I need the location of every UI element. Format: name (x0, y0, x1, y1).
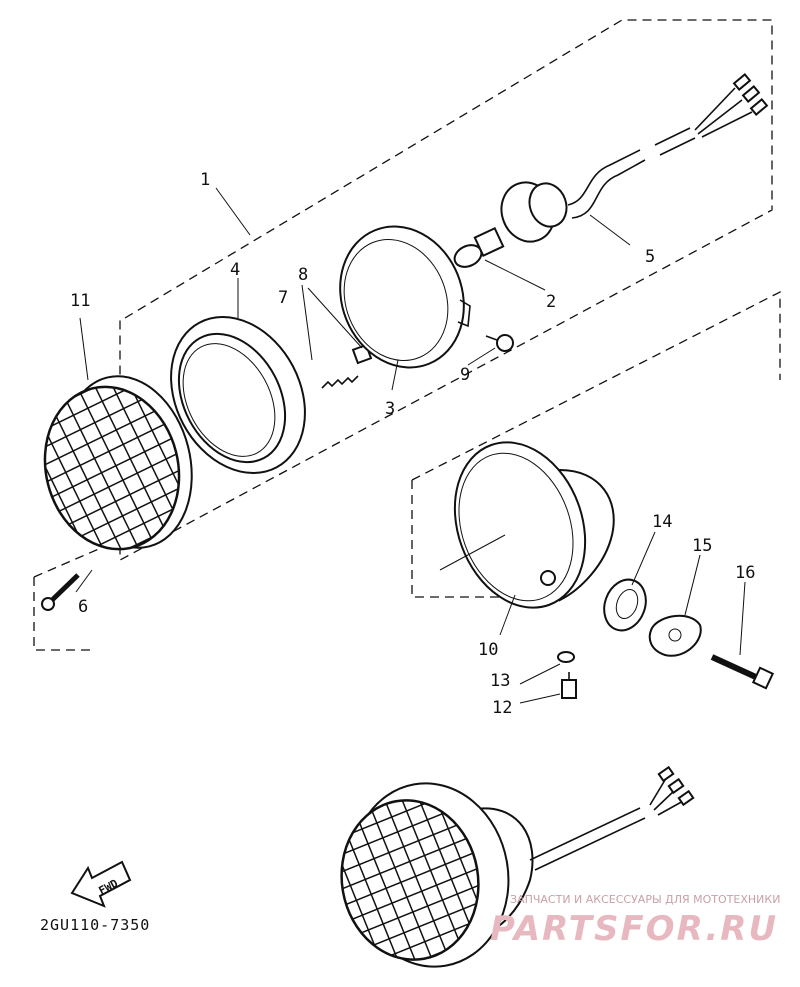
leader-lines (75, 187, 746, 704)
diagram-code: 2GU110-7350 (40, 916, 150, 934)
callout-3: 3 (385, 399, 395, 419)
callout-10: 10 (478, 640, 498, 660)
part-2-bulb (453, 226, 505, 268)
part-7-spring (321, 375, 359, 389)
callout-2: 2 (546, 292, 556, 312)
callout-11: 11 (70, 291, 90, 311)
housing-group-boundary (411, 290, 781, 598)
part-16-bolt (710, 654, 775, 690)
callout-12: 12 (492, 698, 512, 718)
callout-4: 4 (230, 260, 240, 280)
callout-8: 8 (298, 265, 308, 285)
part-5-socket-harness (500, 73, 769, 243)
watermark-tagline: ЗАПЧАСТИ И АКСЕССУАРЫ ДЛЯ МОТОТЕХНИКИ (510, 893, 780, 906)
part-6-bolt (41, 573, 80, 611)
part-15-bracket (648, 614, 702, 657)
watermark-brand: PARTSFOR.RU (490, 909, 778, 949)
callout-5: 5 (645, 247, 655, 267)
callout-9: 9 (460, 365, 470, 385)
part-13-washer (557, 651, 575, 663)
part-4-rim (170, 315, 306, 475)
callout-14: 14 (652, 512, 672, 532)
part-11-grille-guard (43, 375, 193, 551)
part-3-sealed-beam (339, 225, 471, 369)
callouts: 1 2 3 4 5 6 7 8 9 10 11 12 13 14 15 16 (70, 170, 755, 718)
callout-13: 13 (490, 671, 510, 691)
callout-16: 16 (735, 563, 755, 583)
callout-6: 6 (78, 597, 88, 617)
watermark: ЗАПЧАСТИ И АКСЕССУАРЫ ДЛЯ МОТОТЕХНИКИ PA… (490, 893, 780, 949)
assembled-headlight (340, 765, 695, 968)
callout-15: 15 (692, 536, 712, 556)
part-12-screw (561, 672, 577, 699)
part-10-housing (453, 441, 615, 609)
fwd-arrow: FWD (70, 860, 132, 908)
part-14-grommet (603, 578, 647, 632)
callout-7: 7 (278, 288, 288, 308)
callout-1: 1 (200, 170, 210, 190)
part-9-screw (485, 334, 514, 352)
